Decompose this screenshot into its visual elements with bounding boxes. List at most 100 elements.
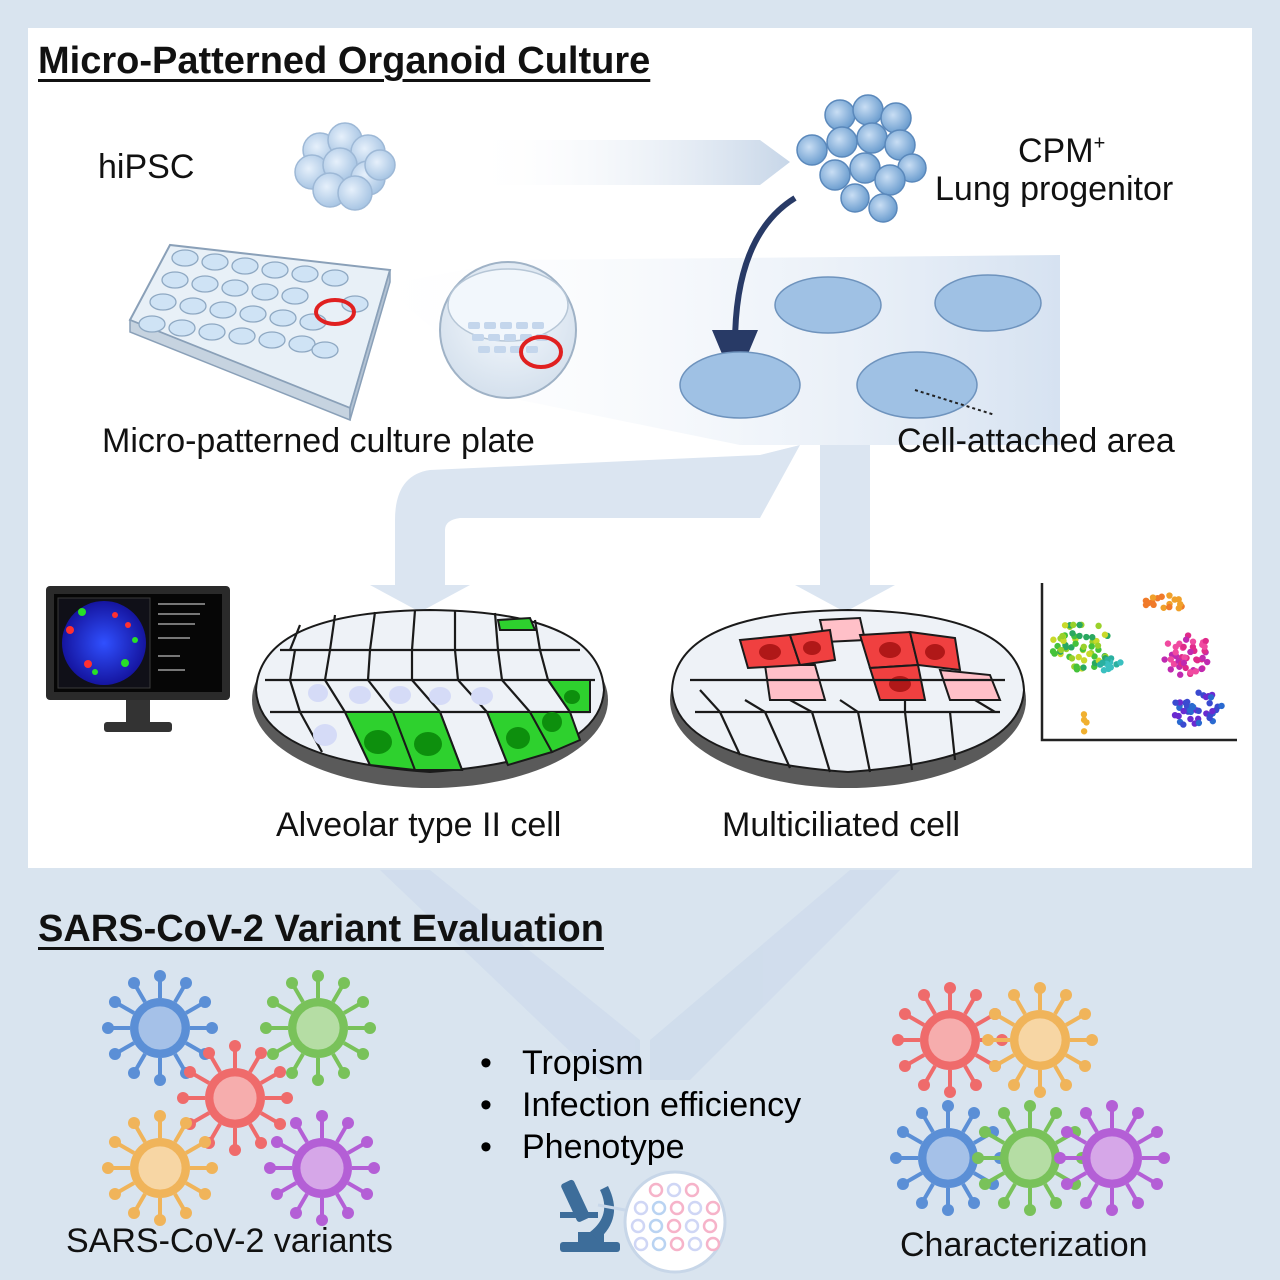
scatter-point bbox=[1069, 630, 1076, 637]
sample-well bbox=[666, 1182, 682, 1198]
scatter-point bbox=[1164, 640, 1172, 647]
evaluation-item: Tropism bbox=[480, 1042, 801, 1084]
converging-arrows bbox=[380, 870, 900, 1080]
scatter-point bbox=[1171, 596, 1178, 603]
scatter-point bbox=[1089, 634, 1096, 641]
scatter-point bbox=[1083, 633, 1090, 641]
sample-wells-icon bbox=[623, 1170, 727, 1274]
scatter-point bbox=[1086, 650, 1093, 658]
section-title-evaluation: SARS-CoV-2 Variant Evaluation bbox=[38, 908, 604, 950]
evaluation-item: Infection efficiency bbox=[480, 1084, 801, 1126]
scatter-point bbox=[1091, 653, 1098, 660]
scatter-point bbox=[1201, 643, 1208, 650]
sample-well bbox=[666, 1218, 682, 1234]
virus-icon bbox=[260, 970, 376, 1086]
evaluation-item: Phenotype bbox=[480, 1126, 801, 1168]
label-characterization: Characterization bbox=[900, 1226, 1148, 1264]
scatter-point bbox=[1202, 693, 1210, 701]
sample-well bbox=[669, 1200, 685, 1216]
cell-cluster-icon bbox=[294, 122, 396, 211]
pointer-line bbox=[914, 389, 996, 416]
scatter-point bbox=[1096, 661, 1104, 668]
scatter-point bbox=[1059, 632, 1066, 640]
scatter-point bbox=[1167, 656, 1175, 663]
cell-attached-discs bbox=[679, 274, 1042, 419]
sample-well bbox=[684, 1218, 700, 1234]
evaluation-list: Tropism Infection efficiency Phenotype bbox=[480, 1042, 801, 1168]
scatter-point bbox=[1088, 643, 1095, 650]
scatter-point bbox=[1075, 653, 1082, 661]
scatter-point bbox=[1172, 699, 1179, 706]
scatter-point bbox=[1080, 657, 1088, 664]
section-title-culture: Micro-Patterned Organoid Culture bbox=[38, 40, 651, 82]
sample-well bbox=[630, 1218, 646, 1234]
scatter-point bbox=[1100, 667, 1108, 674]
scatter-point bbox=[1202, 637, 1209, 645]
virus-icon bbox=[264, 1110, 380, 1226]
scatter-point bbox=[1180, 659, 1188, 667]
scatter-point bbox=[1070, 621, 1077, 629]
scatter-point bbox=[1180, 721, 1187, 728]
scatter-point bbox=[1194, 656, 1201, 664]
virus-layer bbox=[102, 970, 1170, 1226]
seeding-arrow bbox=[732, 195, 797, 346]
scatter-point bbox=[1195, 719, 1203, 727]
scatter-point bbox=[1080, 711, 1088, 718]
scatter-point bbox=[1187, 648, 1194, 656]
scatter-point bbox=[1080, 643, 1087, 650]
sample-well bbox=[648, 1218, 664, 1234]
virus-icon bbox=[177, 1040, 293, 1156]
scatter-point bbox=[1167, 666, 1174, 673]
scatter-point bbox=[1189, 638, 1197, 645]
scatter-point bbox=[1181, 654, 1188, 661]
scatter-point bbox=[1166, 603, 1173, 611]
label-variants: SARS-CoV-2 variants bbox=[66, 1222, 393, 1260]
scatter-point bbox=[1207, 694, 1215, 701]
scatter-point bbox=[1083, 719, 1090, 726]
scatter-point bbox=[1182, 636, 1190, 643]
scatter-point bbox=[1172, 643, 1179, 651]
scatter-point bbox=[1187, 669, 1194, 676]
scatter-point bbox=[1192, 668, 1200, 675]
microscope-icon bbox=[560, 1179, 620, 1252]
scatter-point bbox=[1176, 671, 1184, 678]
label-hipsc: hiPSC bbox=[98, 148, 195, 186]
scatter-point bbox=[1076, 621, 1083, 629]
scatter-point bbox=[1095, 622, 1102, 630]
scatter-point bbox=[1160, 604, 1167, 611]
petri-dish-icon bbox=[439, 261, 577, 399]
virus-icon bbox=[1054, 1100, 1170, 1216]
scatter-point bbox=[1166, 592, 1173, 599]
sample-well bbox=[687, 1200, 703, 1216]
scatter-point bbox=[1068, 655, 1076, 662]
alveolar-organoid bbox=[252, 608, 608, 788]
scatter-point bbox=[1195, 689, 1202, 696]
scatter-point bbox=[1057, 646, 1065, 654]
label-cpm-sup: + bbox=[1093, 132, 1106, 155]
scatter-point bbox=[1199, 654, 1206, 662]
monitor-icon bbox=[46, 586, 230, 732]
label-at2: Alveolar type II cell bbox=[276, 806, 562, 844]
sample-well bbox=[705, 1200, 721, 1216]
label-plate: Micro-patterned culture plate bbox=[102, 422, 535, 460]
scatter-point bbox=[1203, 658, 1211, 666]
scatter-point bbox=[1068, 644, 1075, 651]
scatter-point bbox=[1195, 707, 1202, 715]
virus-icon bbox=[972, 1100, 1088, 1216]
virus-icon bbox=[102, 1110, 218, 1226]
scatter-point bbox=[1061, 622, 1069, 629]
scatter-point bbox=[1180, 643, 1187, 651]
scatter-point bbox=[1076, 632, 1083, 640]
progenitor-cluster-icon bbox=[796, 94, 927, 223]
scatter-point bbox=[1073, 666, 1081, 673]
sample-well bbox=[633, 1200, 649, 1216]
virus-icon bbox=[102, 970, 218, 1086]
scatter-point bbox=[1198, 665, 1205, 673]
scatter-point bbox=[1080, 664, 1087, 671]
scatter-point bbox=[1072, 640, 1079, 647]
scatter-point bbox=[1218, 702, 1225, 710]
scatter-point bbox=[1209, 708, 1216, 715]
sample-well bbox=[651, 1236, 667, 1252]
